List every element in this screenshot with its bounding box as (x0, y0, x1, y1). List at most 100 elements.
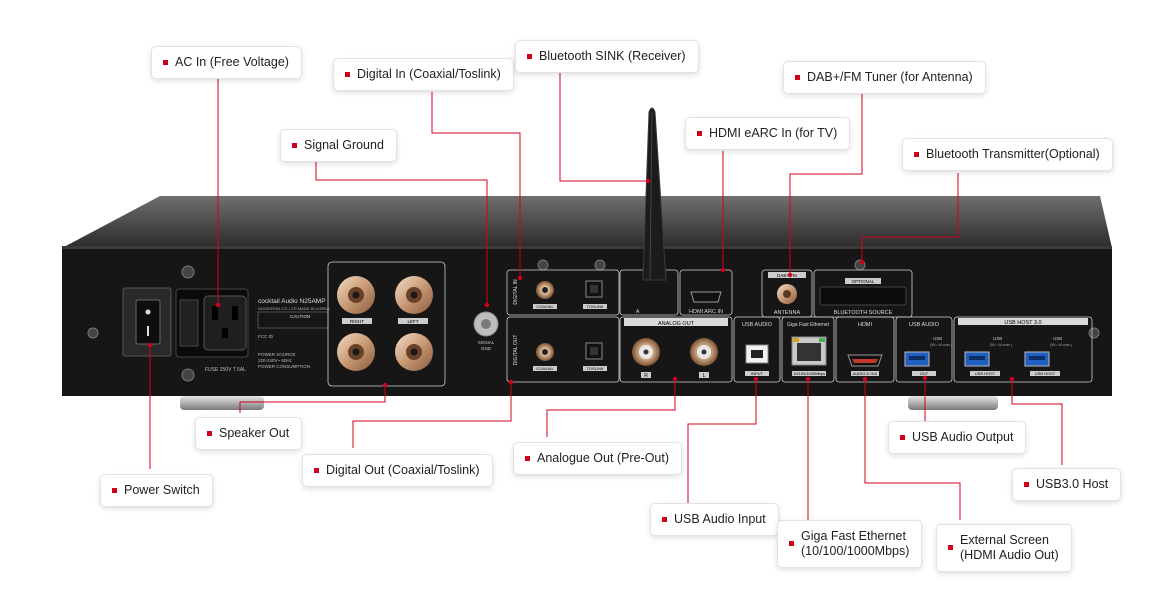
leader-usb3-host (1011, 379, 1063, 465)
foot-right (908, 396, 998, 410)
svg-text:AUDIO & GUI: AUDIO & GUI (853, 371, 878, 376)
usb-b-input[interactable] (745, 344, 769, 364)
callout-bt-transmitter: Bluetooth Transmitter(Optional) (902, 138, 1113, 171)
svg-text:(5V⎓1A max.): (5V⎓1A max.) (990, 343, 1012, 347)
svg-text:RIGHT: RIGHT (350, 319, 364, 324)
svg-text:USB HOST: USB HOST (975, 371, 996, 376)
svg-text:USB AUDIO: USB AUDIO (742, 322, 773, 328)
leader-bluetooth-sink (559, 72, 648, 182)
callout-external-screen: External Screen(HDMI Audio Out) (936, 524, 1072, 572)
callout-usb-audio-input: USB Audio Input (650, 503, 779, 536)
svg-text:LEFT: LEFT (407, 319, 418, 324)
callout-power-switch: Power Switch (100, 474, 213, 507)
svg-text:COAXIAL: COAXIAL (536, 304, 554, 309)
svg-text:L: L (703, 373, 706, 379)
screw (1088, 327, 1100, 339)
svg-text:DAB+/FM: DAB+/FM (777, 273, 797, 278)
foot-left (180, 396, 264, 410)
speaker-terminal[interactable] (337, 276, 375, 314)
bluetooth-antenna[interactable] (642, 107, 667, 281)
svg-text:OPTIONAL: OPTIONAL (852, 279, 875, 284)
callout-digital-out: Digital Out (Coaxial/Toslink) (302, 454, 493, 487)
leader-speaker-out (239, 385, 386, 413)
coaxial-out[interactable] (536, 343, 554, 361)
svg-text:A: A (636, 309, 640, 315)
svg-text:FCC ID: FCC ID (258, 334, 274, 339)
svg-text:HDMI ARC IN: HDMI ARC IN (689, 309, 723, 315)
callout-speaker-out: Speaker Out (195, 417, 303, 450)
ethernet-port[interactable] (791, 336, 827, 366)
svg-text:SIGNAL: SIGNAL (478, 340, 495, 345)
brand-text: cocktail Audio N25AMP (258, 298, 326, 305)
svg-text:FUSE 250V T 5AL: FUSE 250V T 5AL (205, 367, 246, 373)
svg-text:220-240V~ 60Hz: 220-240V~ 60Hz (258, 358, 293, 363)
svg-text:POWER CONSUMPTION: POWER CONSUMPTION (258, 364, 310, 369)
hdmi-out-port[interactable] (847, 354, 883, 367)
speaker-terminal[interactable] (395, 276, 433, 314)
speaker-terminal[interactable] (337, 333, 375, 371)
screw (537, 259, 549, 271)
callout-hdmi-earc: HDMI eARC In (for TV) (685, 117, 851, 150)
callout-ethernet: Giga Fast Ethernet(10/100/1000Mbps) (777, 520, 923, 568)
callout-usb3-host: USB3.0 Host (1012, 468, 1122, 501)
callout-analogue-out: Analogue Out (Pre-Out) (513, 442, 683, 475)
speaker-terminal[interactable] (395, 333, 433, 371)
leader-digital-out (352, 382, 512, 448)
svg-text:TOSLINK: TOSLINK (586, 304, 603, 309)
signal-gnd-terminal[interactable] (473, 311, 499, 337)
svg-text:USB HOST 3.0: USB HOST 3.0 (1004, 320, 1041, 326)
leader-digital-in (431, 92, 521, 278)
svg-text:CAUTION: CAUTION (290, 314, 310, 319)
usb-host-port[interactable] (964, 351, 990, 367)
toslink-out[interactable] (585, 342, 603, 360)
digital-in-panel (506, 269, 620, 316)
analog-out-l[interactable] (690, 338, 718, 366)
svg-text:DIGITAL IN: DIGITAL IN (513, 279, 519, 305)
leader-usb-audio-input (687, 379, 757, 510)
svg-text:DIGITAL OUT: DIGITAL OUT (513, 335, 519, 366)
svg-text:TOSLINK: TOSLINK (586, 366, 603, 371)
callout-usb-audio-output: USB Audio Output (888, 421, 1027, 454)
svg-text:OUT: OUT (920, 371, 929, 376)
svg-text:POWER SOURCE: POWER SOURCE (258, 352, 296, 357)
coaxial-in[interactable] (536, 281, 554, 299)
leader-lines (149, 72, 1063, 520)
chassis-top (62, 196, 1112, 248)
callout-digital-in: Digital In (Coaxial/Toslink) (333, 58, 514, 91)
usb-audio-out-port[interactable] (904, 351, 930, 367)
power-switch[interactable] (135, 299, 161, 345)
svg-text:BLUETOOTH SOURCE: BLUETOOTH SOURCE (834, 310, 893, 316)
screw (87, 327, 99, 339)
screw (181, 368, 195, 382)
digital-out-panel (506, 316, 620, 383)
callout-dab-fm: DAB+/FM Tuner (for Antenna) (783, 61, 986, 94)
usb-host-port[interactable] (1024, 351, 1050, 367)
svg-text:ANALOG OUT: ANALOG OUT (658, 321, 695, 327)
svg-text:USB: USB (1053, 336, 1062, 341)
svg-text:10/100/1000Mbps: 10/100/1000Mbps (793, 371, 825, 376)
toslink-in[interactable] (585, 280, 603, 298)
analog-out-panel (619, 316, 733, 383)
leader-signal-ground (315, 162, 488, 305)
leader-dab-fm (789, 94, 863, 275)
svg-text:(5V⎓1A max.): (5V⎓1A max.) (930, 343, 952, 347)
svg-text:GND: GND (481, 346, 492, 351)
callout-ac-in: AC In (Free Voltage) (151, 46, 302, 79)
screw (181, 265, 195, 279)
leader-external-screen (864, 379, 961, 520)
svg-text:USB HOST: USB HOST (1035, 371, 1056, 376)
hdmi-arc-in[interactable] (690, 291, 722, 303)
svg-text:COAXIAL: COAXIAL (536, 366, 554, 371)
svg-text:USB: USB (933, 336, 942, 341)
bluetooth-transmitter-slot[interactable] (819, 286, 907, 306)
dab-fm-antenna-jack[interactable] (777, 284, 797, 304)
svg-text:USB AUDIO: USB AUDIO (909, 322, 940, 328)
svg-text:Giga Fast Ethernet: Giga Fast Ethernet (787, 322, 830, 328)
callout-bluetooth-sink: Bluetooth SINK (Receiver) (515, 40, 699, 73)
analog-out-r[interactable] (632, 338, 660, 366)
svg-text:R: R (644, 373, 648, 379)
svg-text:ANTENNA: ANTENNA (774, 310, 801, 316)
screw (594, 259, 606, 271)
